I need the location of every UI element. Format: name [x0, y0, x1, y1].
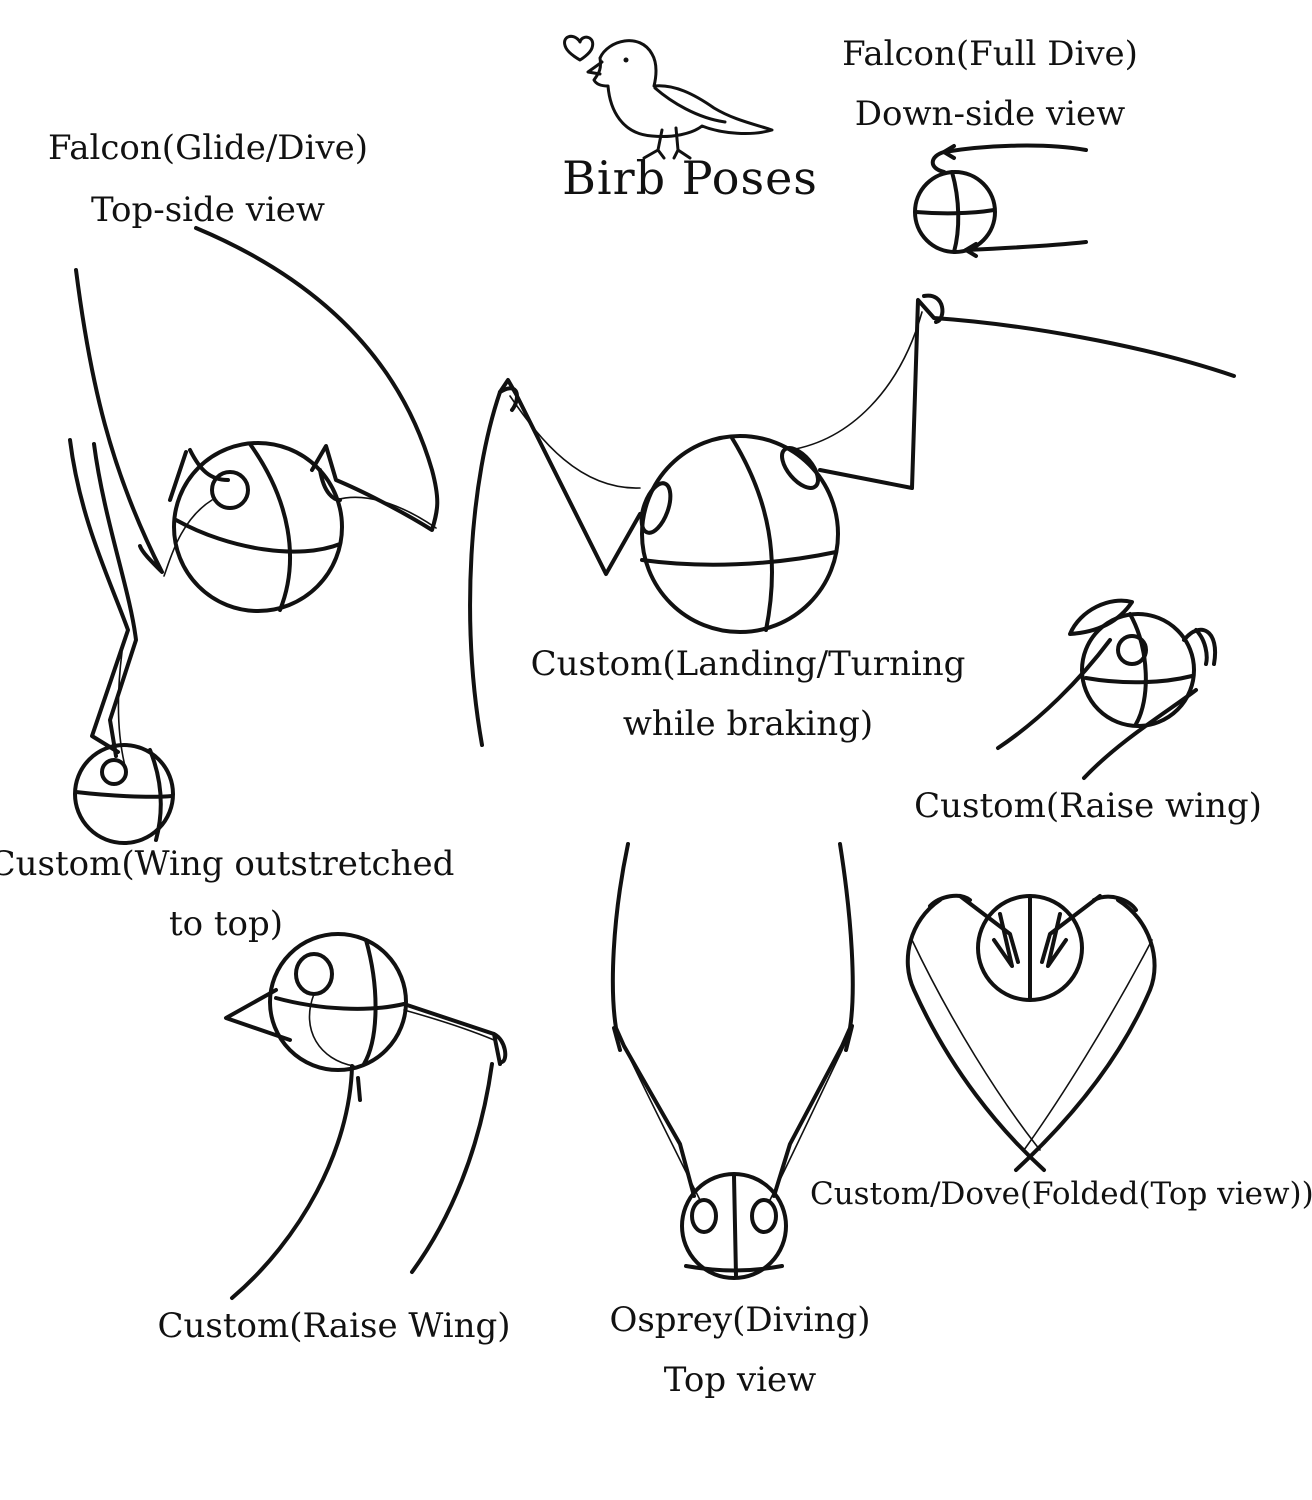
custom-raise-wing-lower-sketch [224, 932, 508, 1300]
pose-sublabel-custom-landing: while braking) [622, 704, 874, 744]
page-title: Birb Poses [562, 151, 818, 205]
pose-sublabel-falcon-full-dive: Down-side view [854, 94, 1126, 134]
pose-label-osprey-diving: Osprey(Diving) [609, 1300, 871, 1340]
osprey-diving-sketch [610, 842, 855, 1280]
pose-label-custom-raise-wing-right: Custom(Raise wing) [914, 786, 1262, 826]
pose-label-custom-landing: Custom(Landing/Turning [530, 644, 966, 684]
custom-raise-wing-right-sketch [996, 598, 1218, 780]
falcon-glide-sketch [74, 226, 440, 613]
pose-label-custom-raise-wing-lower: Custom(Raise Wing) [157, 1306, 511, 1346]
pose-sublabel-custom-wing-outstretched: to top) [168, 904, 284, 944]
pose-sublabel-osprey-diving: Top view [663, 1360, 817, 1400]
falcon-full-dive-sketch [913, 143, 1088, 258]
pose-label-custom-dove-folded: Custom/Dove(Folded(Top view)) [810, 1176, 1312, 1212]
pose-sublabel-falcon-glide: Top-side view [90, 190, 326, 230]
custom-wing-outstretched-sketch [68, 438, 175, 845]
pose-label-custom-wing-outstretched: Custom(Wing outstretched [0, 844, 455, 884]
custom-dove-folded-sketch [905, 893, 1157, 1172]
bird-icon [563, 34, 774, 160]
pose-label-falcon-glide: Falcon(Glide/Dive) [47, 128, 369, 168]
pose-label-falcon-full-dive: Falcon(Full Dive) [842, 34, 1138, 74]
custom-landing-sketch [468, 293, 1236, 747]
